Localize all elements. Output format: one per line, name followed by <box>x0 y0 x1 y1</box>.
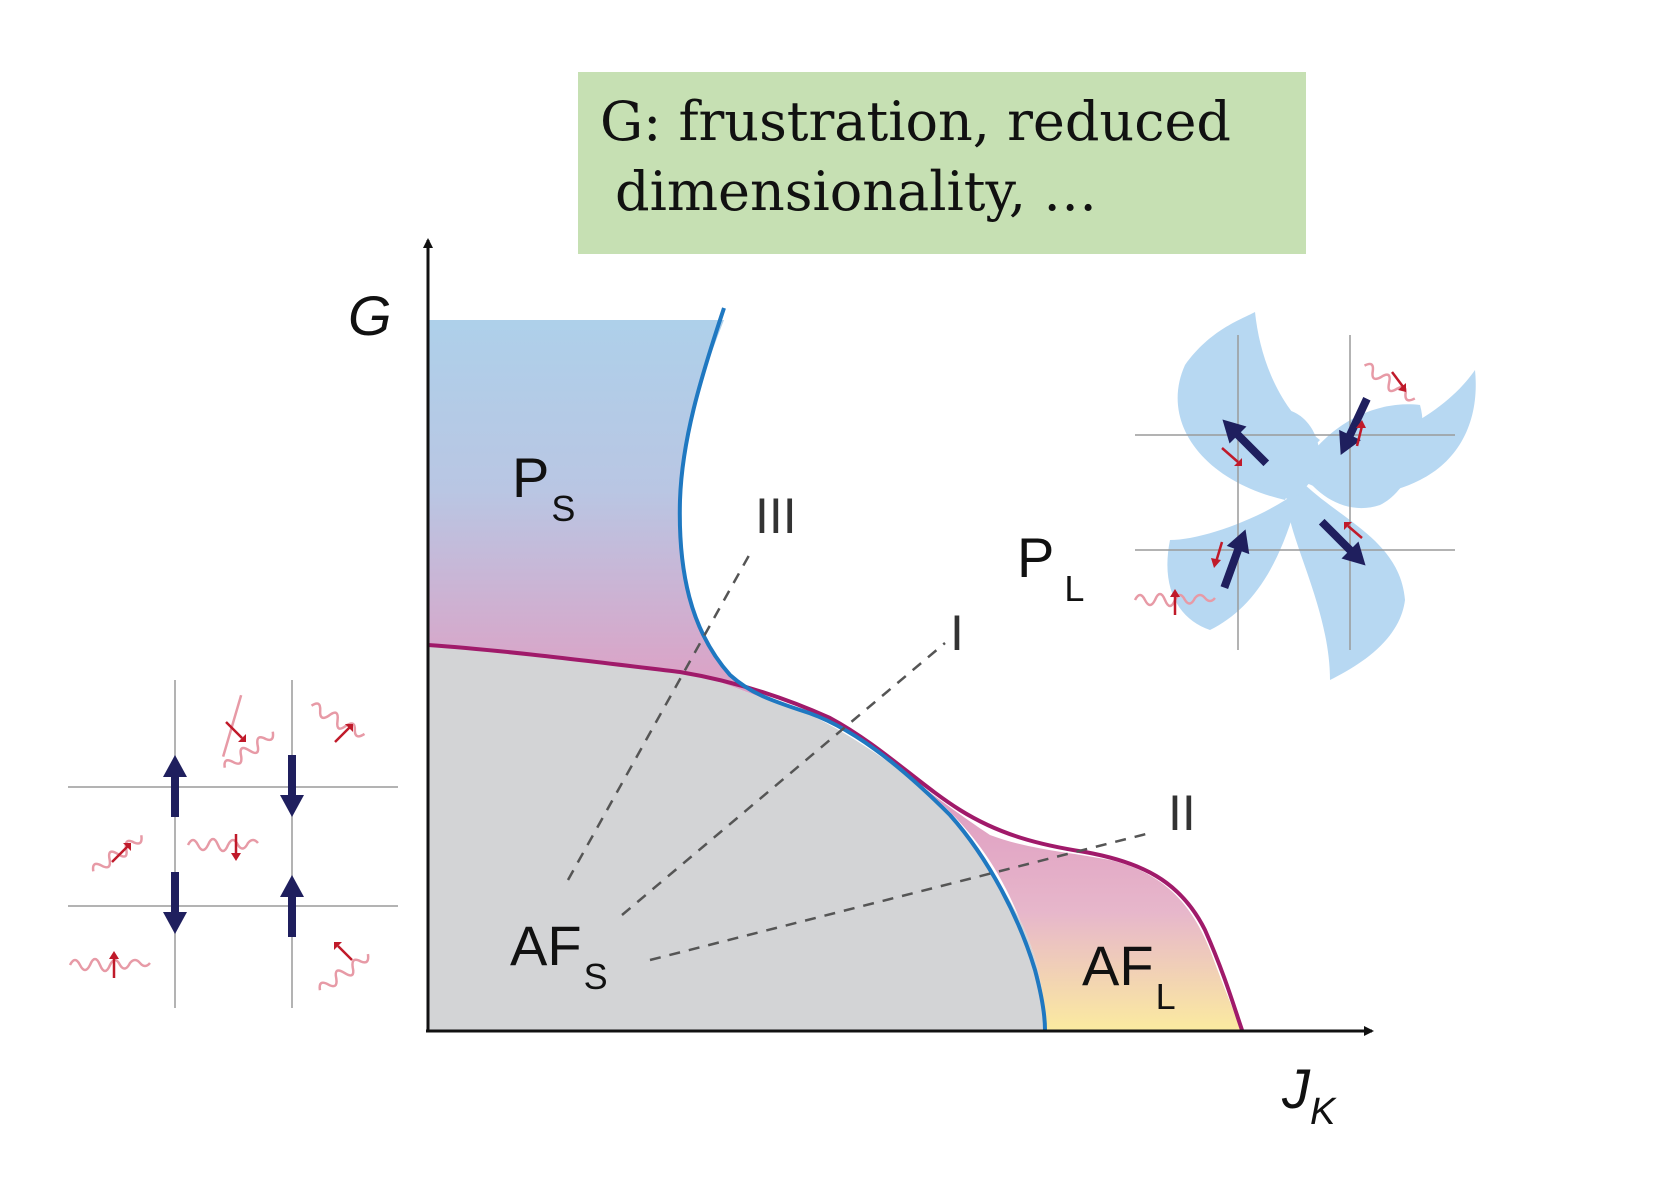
boundary-purple <box>427 643 1244 1031</box>
region-afl-fill <box>900 770 1242 1030</box>
phase-regions <box>428 320 1242 1030</box>
spin-down-arrow <box>163 872 187 934</box>
small-spin-arrow <box>1211 541 1224 568</box>
label-ps-sub: S <box>551 488 575 529</box>
label-afl-sub: L <box>1156 976 1176 1017</box>
spin-arrow-ul <box>1222 419 1270 467</box>
label-path-iii: III <box>755 488 797 544</box>
region-afs-fill <box>428 645 1045 1030</box>
kondo-cloud <box>1167 312 1476 680</box>
small-spin-arrow <box>111 843 131 863</box>
electron-wave <box>1363 362 1416 402</box>
electron-wave <box>310 702 366 738</box>
pl-lattice-inset <box>1133 312 1476 680</box>
banner-background <box>578 72 1306 254</box>
y-axis-label: G <box>348 284 392 347</box>
label-afs-main: AF <box>510 914 582 977</box>
small-spin-arrow <box>334 942 353 961</box>
small-spin-arrow <box>1344 522 1363 539</box>
electron-wave <box>186 837 259 853</box>
spin-up-arrow <box>163 755 187 817</box>
boundary-blue <box>677 307 1047 1031</box>
label-path-ii: II <box>1168 785 1196 841</box>
trajectory-ii <box>649 831 1151 962</box>
small-spin-arrow <box>1221 447 1242 466</box>
region-ps-fill <box>428 320 768 700</box>
label-pl-sub: L <box>1064 568 1084 609</box>
x-axis-label-main: J <box>1281 1057 1311 1120</box>
spin-down-arrow <box>280 755 304 817</box>
x-axis-label-sub: K <box>1310 1091 1337 1133</box>
banner-line-1: G: frustration, reduced <box>600 90 1231 153</box>
axes: G JK <box>348 238 1374 1133</box>
trajectories <box>566 549 1151 962</box>
spin-arrow-lr <box>1318 518 1366 566</box>
small-spin-arrow <box>231 834 241 861</box>
electron-wave <box>221 694 275 768</box>
small-spin-arrow <box>1391 371 1406 392</box>
label-pl-main: P <box>1017 526 1054 589</box>
small-spin-arrow <box>1355 420 1366 447</box>
label-afl-main: AF <box>1082 934 1154 997</box>
electron-wave <box>91 835 143 872</box>
spin-up-arrow <box>280 875 304 937</box>
trajectory-i <box>621 642 946 916</box>
title-banner: G: frustration, reduced dimensionality, … <box>578 72 1306 254</box>
label-afs-sub: S <box>584 956 608 997</box>
label-ps: PS <box>512 446 575 529</box>
small-spin-arrow <box>225 721 246 742</box>
small-spin-arrow <box>1170 589 1180 615</box>
electron-wave <box>318 953 370 991</box>
banner-line-2: dimensionality, … <box>615 160 1097 223</box>
electron-wave <box>68 957 151 973</box>
small-spin-arrow <box>109 951 119 978</box>
label-ps-main: P <box>512 446 549 509</box>
x-axis-label: JK <box>1281 1057 1337 1133</box>
af-lattice-inset <box>68 680 398 1008</box>
small-spin-arrow <box>334 724 353 743</box>
trajectory-iii <box>566 549 754 881</box>
label-path-i: I <box>950 605 964 661</box>
label-afs: AFS <box>510 914 608 997</box>
spin-arrow-ll <box>1220 529 1250 589</box>
label-afl: AFL <box>1082 934 1176 1017</box>
spin-arrow-ur <box>1339 397 1371 455</box>
